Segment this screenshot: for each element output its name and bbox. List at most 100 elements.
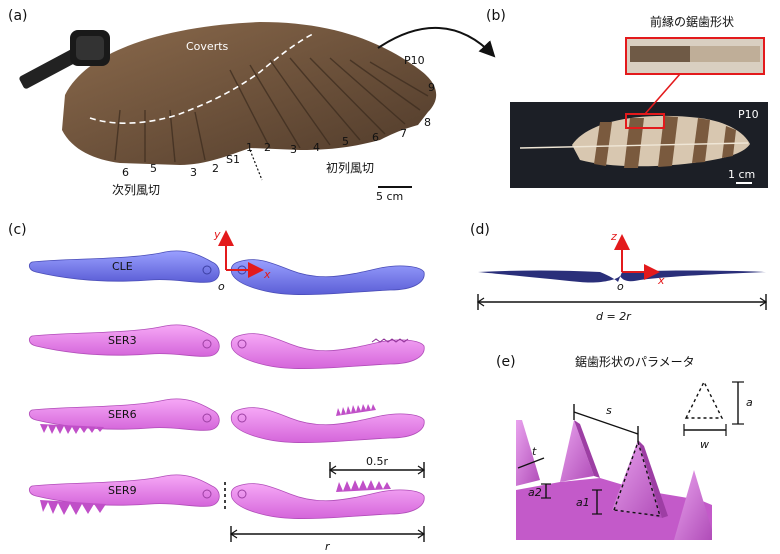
tooth-outline-dotted bbox=[613, 439, 661, 517]
axis-x-label-c: x bbox=[263, 268, 271, 281]
zoom-inset-light bbox=[690, 46, 760, 62]
primary-num-p10: P10 bbox=[404, 54, 425, 67]
serration-tooth-4 bbox=[674, 470, 712, 540]
blade-ser9-right bbox=[230, 483, 425, 519]
axis-x-label-d: x bbox=[657, 274, 665, 287]
span-label: r bbox=[325, 540, 331, 553]
scale-label-b: 1 cm bbox=[728, 168, 755, 181]
primary-num-5: 5 bbox=[342, 135, 349, 148]
panel-b: (b) 前縁の鋸歯形状 P10 1 cm bbox=[486, 8, 768, 188]
half-span-label: 0.5r bbox=[366, 455, 388, 468]
serration-tooth-2 bbox=[560, 420, 594, 482]
hub-cle-left bbox=[202, 265, 212, 275]
param-s: s bbox=[606, 404, 612, 417]
origin-label-d: o bbox=[617, 280, 624, 293]
panel-b-label: (b) bbox=[486, 8, 506, 24]
hub-ser6-right bbox=[237, 413, 247, 423]
secondary-num-5: 5 bbox=[150, 162, 157, 175]
arrow-a-to-b bbox=[377, 27, 496, 58]
secondary-label: 次列風切 bbox=[112, 183, 160, 197]
serration-ser6-right bbox=[336, 404, 376, 416]
panel-d-label: (d) bbox=[470, 222, 490, 238]
primary-num-8: 8 bbox=[424, 116, 431, 129]
hub-ser9-left bbox=[202, 489, 212, 499]
panel-e: (e) 鋸歯形状のパラメータ s t a2 a1 bbox=[496, 354, 753, 540]
axis-z-label-d: z bbox=[610, 230, 617, 243]
blade-ser9-left bbox=[28, 474, 220, 507]
feather-label-p10: P10 bbox=[738, 108, 759, 121]
blade-row-ser9: SER9 bbox=[28, 474, 425, 519]
diameter-label: d = 2r bbox=[596, 310, 632, 323]
primary-num-1: 1 bbox=[246, 141, 253, 154]
primary-label: 初列風切 bbox=[326, 161, 374, 175]
panel-e-title: 鋸歯形状のパラメータ bbox=[575, 354, 695, 369]
panel-e-label: (e) bbox=[496, 354, 516, 370]
origin-label-c: o bbox=[218, 280, 225, 293]
dim-t bbox=[517, 457, 545, 469]
param-a1: a1 bbox=[576, 496, 590, 509]
zoom-inset-dark bbox=[630, 46, 690, 62]
scale-label-a: 5 cm bbox=[376, 190, 403, 203]
serration-ser3 bbox=[371, 338, 409, 343]
primary-num-4: 4 bbox=[313, 141, 320, 154]
dim-half-span-arrow-right bbox=[417, 465, 426, 475]
wing-feather-lines bbox=[114, 57, 429, 163]
param-w: w bbox=[700, 438, 709, 451]
dim-half-span-arrow-left bbox=[328, 465, 337, 475]
primary-num-3: 3 bbox=[290, 143, 297, 156]
panel-a-label: (a) bbox=[8, 8, 28, 24]
blade-ser6-right bbox=[230, 407, 425, 443]
param-a2: a2 bbox=[528, 486, 542, 499]
dim-span-arrow-right bbox=[417, 529, 426, 539]
panel-d: (d) z x o d = 2r bbox=[470, 222, 768, 323]
secondary-num-2: 2 bbox=[212, 162, 219, 175]
zoom-connector bbox=[644, 73, 681, 115]
dim-s bbox=[573, 411, 639, 435]
hub-ser3-right bbox=[237, 339, 247, 349]
param-a: a bbox=[746, 396, 753, 409]
serration-ser9-right bbox=[336, 480, 391, 492]
hub-ser9-right bbox=[237, 489, 247, 499]
hub-ser6-left bbox=[202, 413, 212, 423]
blade-cle-right bbox=[230, 259, 425, 295]
blade-cle-left bbox=[28, 250, 220, 283]
param-t: t bbox=[532, 445, 537, 458]
blade-name-ser9: SER9 bbox=[108, 484, 137, 497]
blade-name-ser6: SER6 bbox=[108, 408, 137, 421]
feather-shaft bbox=[519, 142, 749, 149]
wing-divider-dotted bbox=[249, 149, 263, 181]
coverts-boundary bbox=[89, 32, 316, 124]
dim-diameter-arrow-left bbox=[476, 297, 485, 307]
dim-span-arrow-left bbox=[229, 529, 238, 539]
blade-row-cle: CLE bbox=[28, 250, 425, 295]
hub-ser3-left bbox=[202, 339, 212, 349]
serration-tooth-2-side bbox=[574, 420, 600, 478]
dim-diameter-arrow-right bbox=[759, 297, 768, 307]
serration-tooth-3 bbox=[612, 440, 662, 518]
secondary-num-3: 3 bbox=[190, 166, 197, 179]
blade-ser6-left bbox=[28, 398, 220, 431]
wing-image bbox=[62, 22, 437, 165]
blade-row-ser3: SER3 bbox=[28, 324, 425, 369]
blade-name-cle: CLE bbox=[112, 260, 133, 273]
primary-num-6: 6 bbox=[372, 131, 379, 144]
blade-name-ser3: SER3 bbox=[108, 334, 137, 347]
primary-num-7: 7 bbox=[400, 127, 407, 140]
serration-tooth-3-side bbox=[638, 440, 668, 518]
param-triangle bbox=[684, 380, 724, 419]
coverts-label: Coverts bbox=[186, 40, 229, 53]
panel-b-title: 前縁の鋸歯形状 bbox=[650, 14, 734, 29]
blade-ser3-left bbox=[28, 324, 220, 357]
panel-a: (a) Coverts 1 2 3 bbox=[8, 8, 496, 203]
secondary-num-s1: S1 bbox=[226, 153, 240, 166]
blade-ser3-right bbox=[230, 333, 425, 369]
primary-num-2: 2 bbox=[264, 141, 271, 154]
serration-tooth-1 bbox=[516, 420, 540, 486]
panel-c: (c) CLE y x o SER3 bbox=[8, 222, 426, 553]
blade-side-profile bbox=[478, 270, 766, 283]
serration-ser9-left bbox=[40, 500, 106, 515]
serration-ser6-left bbox=[40, 424, 104, 434]
wing-mount bbox=[19, 30, 110, 89]
panel-c-label: (c) bbox=[8, 222, 27, 238]
